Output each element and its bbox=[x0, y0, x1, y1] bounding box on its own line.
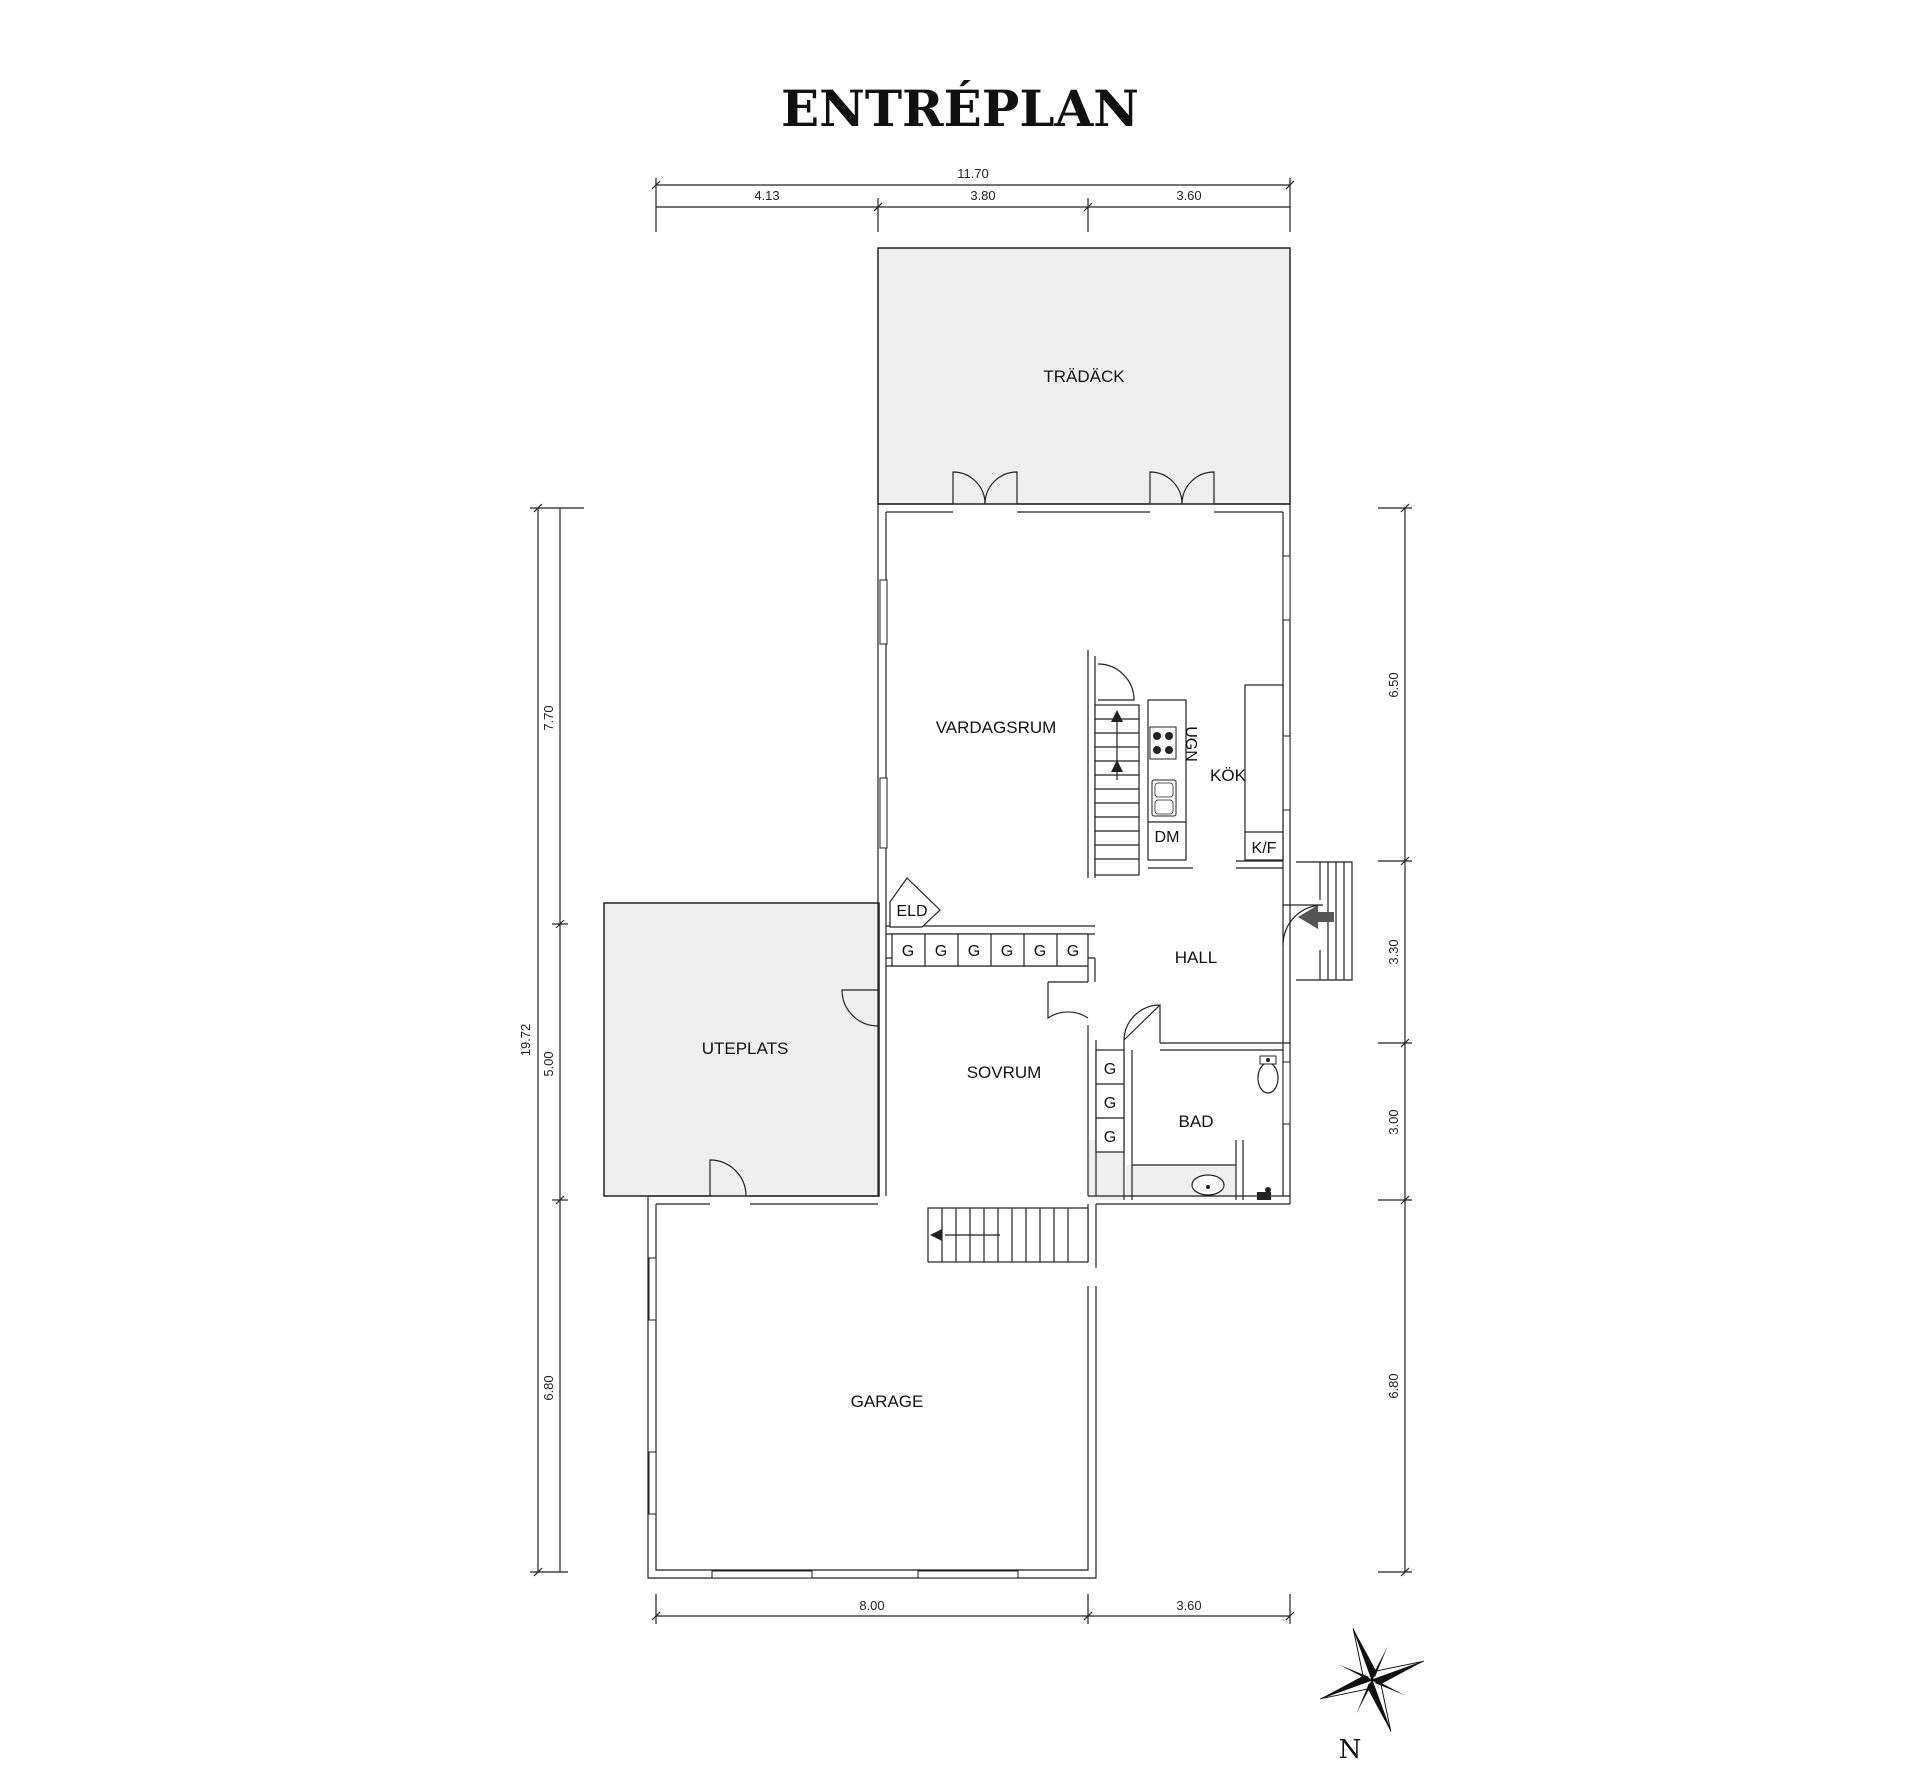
uteplats-area bbox=[603, 902, 880, 1197]
wardrobe-label-6: G bbox=[1067, 943, 1079, 960]
dim-right-segment-4: 6.80 bbox=[1386, 1373, 1401, 1398]
compass-north-label: N bbox=[1339, 1735, 1362, 1765]
tradack-area bbox=[877, 247, 1291, 505]
dim-right-segment-1: 6.50 bbox=[1386, 672, 1401, 697]
compass-rose-icon bbox=[1320, 1628, 1424, 1732]
wardrobe-column bbox=[1095, 1049, 1125, 1153]
eld-label: ELD bbox=[896, 903, 927, 920]
dim-top-segment-2: 3.80 bbox=[970, 188, 995, 203]
dim-bottom-segment-2: 3.60 bbox=[1176, 1598, 1201, 1613]
right-dimension-lines bbox=[1378, 503, 1412, 1577]
kf-label: K/F bbox=[1252, 840, 1277, 857]
left-dimension-lines bbox=[530, 503, 584, 1577]
entrance-arrow-icon bbox=[1298, 905, 1334, 929]
toilet-icon bbox=[1257, 1062, 1279, 1094]
ugn-label: UGN bbox=[1182, 726, 1199, 762]
stair-entrance bbox=[1296, 861, 1353, 981]
interior-floor bbox=[656, 512, 1284, 1568]
room-label-bad: BAD bbox=[1179, 1112, 1214, 1131]
top-dimension-lines bbox=[651, 178, 1295, 232]
wardrobe-label-4: G bbox=[1001, 943, 1013, 960]
dim-right-segment-2: 3.30 bbox=[1386, 939, 1401, 964]
wardrobe-label-7: G bbox=[1104, 1061, 1116, 1078]
wardrobe-row bbox=[891, 933, 1089, 967]
bottom-dimension-lines bbox=[651, 1594, 1295, 1624]
bad-fixtures bbox=[1191, 1055, 1279, 1200]
dim-right-segment-3: 3.00 bbox=[1386, 1109, 1401, 1134]
wardrobe-label-3: G bbox=[968, 943, 980, 960]
room-label-garage: GARAGE bbox=[851, 1392, 924, 1411]
room-label-uteplats: UTEPLATS bbox=[702, 1039, 789, 1058]
dim-top-segment-3: 3.60 bbox=[1176, 188, 1201, 203]
wardrobe-label-2: G bbox=[935, 943, 947, 960]
fireplace-shape bbox=[889, 877, 941, 928]
wardrobe-label-8: G bbox=[1104, 1095, 1116, 1112]
room-label-hall: HALL bbox=[1175, 948, 1218, 967]
room-label-sovrum: SOVRUM bbox=[967, 1063, 1042, 1082]
wardrobe-label-5: G bbox=[1034, 943, 1046, 960]
room-label-vardagsrum: VARDAGSRUM bbox=[936, 718, 1057, 737]
doors bbox=[709, 471, 1324, 1197]
dm-label: DM bbox=[1155, 829, 1180, 846]
plan-title: ENTRÉPLAN bbox=[781, 79, 1139, 138]
room-label-kok: KÖK bbox=[1210, 766, 1247, 785]
dim-left-segment-3: 6.80 bbox=[541, 1375, 556, 1400]
dim-top-segment-1: 4.13 bbox=[754, 188, 779, 203]
floor-drain-icon bbox=[1257, 1187, 1271, 1200]
stair-garage-arrow-icon bbox=[930, 1229, 942, 1241]
windows bbox=[648, 555, 1291, 1579]
dim-left-segment-2: 5.00 bbox=[541, 1051, 556, 1076]
dim-left-segment-1: 7.70 bbox=[541, 705, 556, 730]
room-label-tradack: TRÄDÄCK bbox=[1043, 367, 1125, 386]
dim-top-total: 11.70 bbox=[957, 166, 989, 181]
kitchen-counter bbox=[1147, 684, 1284, 861]
dim-left-total: 19.72 bbox=[518, 1024, 533, 1057]
stair-living bbox=[1094, 704, 1140, 876]
wardrobe-label-1: G bbox=[902, 943, 914, 960]
wardrobe-label-9: G bbox=[1104, 1129, 1116, 1146]
dim-bottom-segment-1: 8.00 bbox=[859, 1598, 884, 1613]
stair-garage bbox=[927, 1207, 1089, 1263]
